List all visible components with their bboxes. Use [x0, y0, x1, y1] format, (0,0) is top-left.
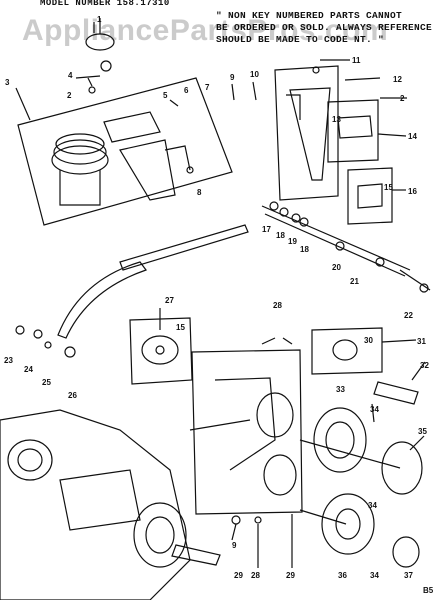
- parts-note: " NON KEY NUMBERED PARTS CANNOT BE ORDER…: [216, 10, 436, 46]
- callout: 7: [205, 83, 210, 92]
- callout: 36: [338, 571, 347, 580]
- gear-stack: [51, 145, 109, 175]
- callout: 3: [5, 78, 10, 87]
- callout: 6: [184, 86, 189, 95]
- callout: 15: [176, 323, 185, 332]
- callout: 18: [300, 245, 309, 254]
- cam-35: [381, 441, 423, 495]
- assembly-panel-outline: [17, 77, 233, 226]
- callout: 33: [336, 385, 345, 394]
- callout: 4: [68, 71, 73, 80]
- callout: 31: [417, 337, 426, 346]
- callout: 1: [97, 15, 102, 24]
- callout: 32: [420, 361, 429, 370]
- callout: 2: [400, 94, 405, 103]
- callout: 11: [352, 56, 361, 65]
- callout: 27: [165, 296, 174, 305]
- callout: 15: [384, 183, 393, 192]
- cap-37: [392, 536, 420, 568]
- callout: 19: [288, 237, 297, 246]
- panel-14: [327, 99, 379, 163]
- panel-16: [347, 167, 393, 225]
- callout: 14: [408, 132, 417, 141]
- note-line: " NON KEY NUMBERED PARTS CANNOT: [216, 10, 403, 21]
- note-line: BE ORDERED OR SOLD. ALWAYS REFERENCE: [216, 22, 433, 33]
- model-number: MODEL NUMBER 158.17310: [40, 0, 170, 8]
- cam-36: [321, 493, 375, 555]
- callout: 17: [262, 225, 271, 234]
- callout-labels: 1 2 3 4 5 6 7 8 9 10 11 12 2 13 14 15 16…: [4, 15, 429, 580]
- panel-30-31: [311, 327, 383, 375]
- callout: 5: [163, 91, 168, 100]
- callout: 16: [408, 187, 417, 196]
- callout: 22: [404, 311, 413, 320]
- callout: 18: [276, 231, 285, 240]
- callout: 9: [230, 73, 235, 82]
- callout: 8: [197, 188, 202, 197]
- callout: 29: [286, 571, 295, 580]
- callout: 35: [418, 427, 427, 436]
- callout: 28: [273, 301, 282, 310]
- callout: 34: [370, 405, 379, 414]
- callout: 24: [24, 365, 33, 374]
- callout: 34: [370, 571, 379, 580]
- note-line: SHOULD BE MADE TO CODE NT. ": [216, 34, 385, 45]
- callout: 10: [250, 70, 259, 79]
- cam-stack-panel: [191, 349, 303, 515]
- callout: 20: [332, 263, 341, 272]
- connecting-rod: [119, 224, 249, 271]
- callout: 9: [232, 541, 237, 550]
- callout: 28: [251, 571, 260, 580]
- callout: 30: [364, 336, 373, 345]
- curved-link: [57, 261, 147, 339]
- callout: 13: [332, 115, 341, 124]
- callout: 23: [4, 356, 13, 365]
- callout: 2: [67, 91, 72, 100]
- callout: 26: [68, 391, 77, 400]
- callout: 34: [368, 501, 377, 510]
- callout: 21: [350, 277, 359, 286]
- callout: 25: [42, 378, 51, 387]
- stitch-panel: [129, 317, 193, 385]
- watermark: AppliancePartsPros.com: [22, 14, 389, 47]
- footer-code: B5: [423, 586, 434, 595]
- callout: 29: [234, 571, 243, 580]
- knob-32: [373, 381, 419, 405]
- callout: 37: [404, 571, 413, 580]
- cam-33: [313, 407, 367, 473]
- bracket-1: [85, 33, 115, 51]
- callout: 12: [393, 75, 402, 84]
- machine-base: [0, 409, 191, 600]
